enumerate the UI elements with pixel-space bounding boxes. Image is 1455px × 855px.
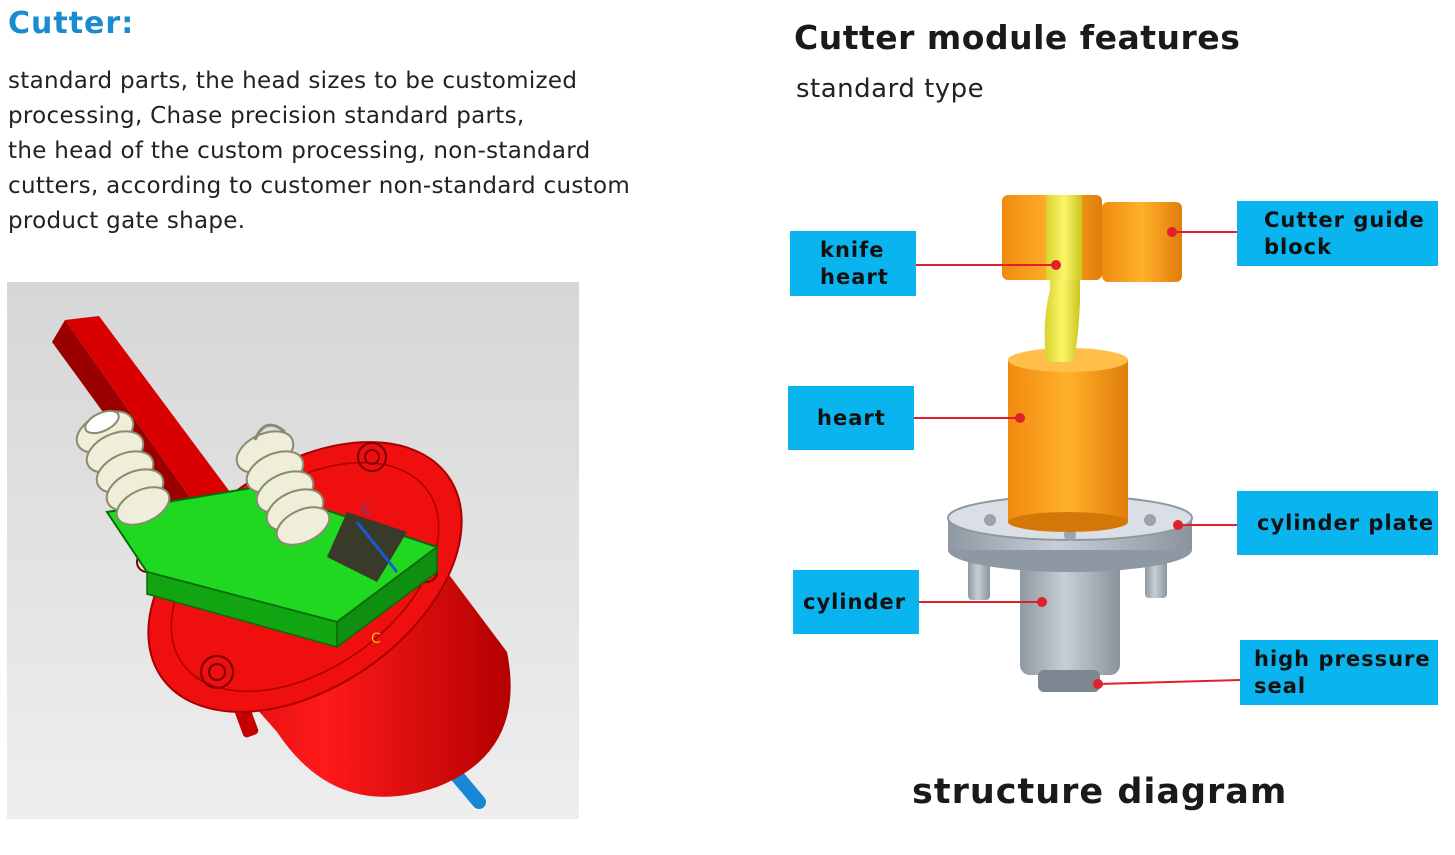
- structure-diagram: [780, 150, 1455, 760]
- description-line: product gate shape.: [8, 208, 246, 234]
- guide-block-right: [1102, 202, 1182, 282]
- cutter-description: standard parts, the head sizes to be cus…: [8, 64, 728, 239]
- label-cylinder-plate: cylinder plate: [1237, 491, 1438, 555]
- label-cylinder: cylinder: [793, 570, 919, 634]
- cylinder-body: [1020, 550, 1120, 675]
- structure-diagram-caption: structure diagram: [912, 772, 1288, 812]
- plate-hole: [1064, 529, 1076, 541]
- knife-heart-insert: [1046, 195, 1082, 280]
- spring-right-hook: [253, 423, 286, 441]
- spring-left-top: [84, 409, 120, 435]
- render-mark: C: [362, 503, 370, 517]
- spring-right: [235, 430, 331, 546]
- heart-cylinder-base: [1008, 512, 1128, 532]
- cutter-render-svg: C C: [7, 282, 579, 819]
- description-line: processing, Chase precision standard par…: [8, 103, 525, 129]
- description-line: the head of the custom processing, non-s…: [8, 138, 591, 164]
- leader-lines: [913, 227, 1258, 689]
- cutter-heading: Cutter:: [8, 6, 135, 41]
- features-subtitle: standard type: [796, 74, 985, 104]
- spring-left: [75, 410, 171, 526]
- axis-mark: [355, 521, 399, 573]
- green-guide-block-end: [336, 545, 438, 649]
- seal-ring: [1038, 670, 1100, 692]
- block-cavity: [327, 512, 407, 582]
- plate-hole: [984, 514, 996, 526]
- label-high-pressure-seal: high pressure seal: [1240, 640, 1438, 705]
- features-title: Cutter module features: [794, 18, 1241, 57]
- label-cutter-guide-block: Cutter guide block: [1237, 201, 1438, 266]
- render-mark: C: [371, 631, 381, 647]
- plate-hole: [1144, 514, 1156, 526]
- heart-cylinder: [1008, 360, 1128, 522]
- cutter-3d-render: C C: [7, 282, 579, 819]
- description-line: cutters, according to customer non-stand…: [8, 173, 631, 199]
- label-knife-heart: knife heart: [790, 231, 916, 296]
- structure-diagram-svg: [913, 195, 1258, 692]
- label-heart: heart: [788, 386, 914, 450]
- description-line: standard parts, the head sizes to be cus…: [8, 68, 578, 94]
